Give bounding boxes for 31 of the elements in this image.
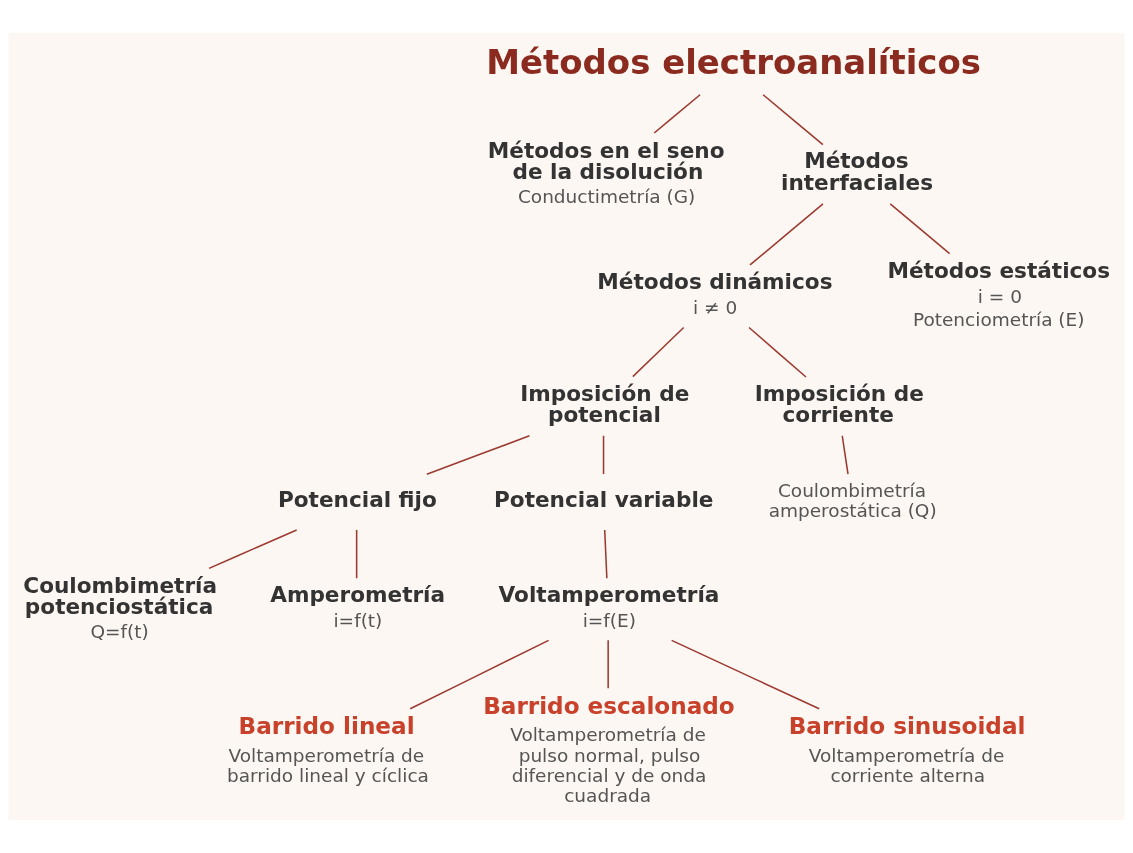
connector: [653, 94, 701, 134]
connector: [841, 435, 849, 475]
node-text: Métodos dinámicos i ≠ 0: [597, 268, 833, 319]
connector: [426, 435, 531, 475]
node-text: Coulombimetría potenciostática Q=f(t): [23, 572, 218, 643]
connector: [670, 639, 820, 710]
node-text: Barrido escalonado Voltamperometría de pulso normal, pulso diferencial y de onda cuadrada: [483, 693, 735, 806]
node-text: Métodos electroanalíticos: [486, 42, 981, 83]
node-text: Métodos interfaciales: [781, 148, 934, 195]
node-text: Métodos en el seno de la disolución Conductimetría (G): [487, 137, 725, 207]
connector: [602, 435, 605, 475]
connector: [889, 203, 951, 255]
connector: [208, 529, 298, 570]
node-text: Potencial fijo: [277, 487, 437, 513]
node-text: Imposición de corriente: [754, 380, 924, 428]
node-text: Potencial variable: [493, 487, 714, 513]
connector: [603, 529, 608, 579]
connector: [748, 326, 807, 378]
connector: [409, 639, 550, 710]
connector: [632, 326, 685, 378]
node-text: Coulombimetría amperostática (Q): [768, 479, 937, 521]
node-text: Amperometría i=f(t): [270, 581, 446, 632]
node-text: Barrido sinusoidal Voltamperometría de corriente alterna: [788, 713, 1026, 786]
connector: [355, 529, 358, 579]
node-text: Voltamperometría i=f(E): [498, 581, 720, 632]
connector: [607, 639, 609, 690]
connector: [749, 203, 824, 266]
node-text: Barrido lineal Voltamperometría de barrido lineal y cíclica: [227, 713, 429, 786]
node-text: Imposición de potencial: [520, 380, 690, 428]
node-text: Métodos estáticos i = 0 Potenciometría (E): [887, 257, 1111, 331]
connector: [762, 94, 824, 146]
